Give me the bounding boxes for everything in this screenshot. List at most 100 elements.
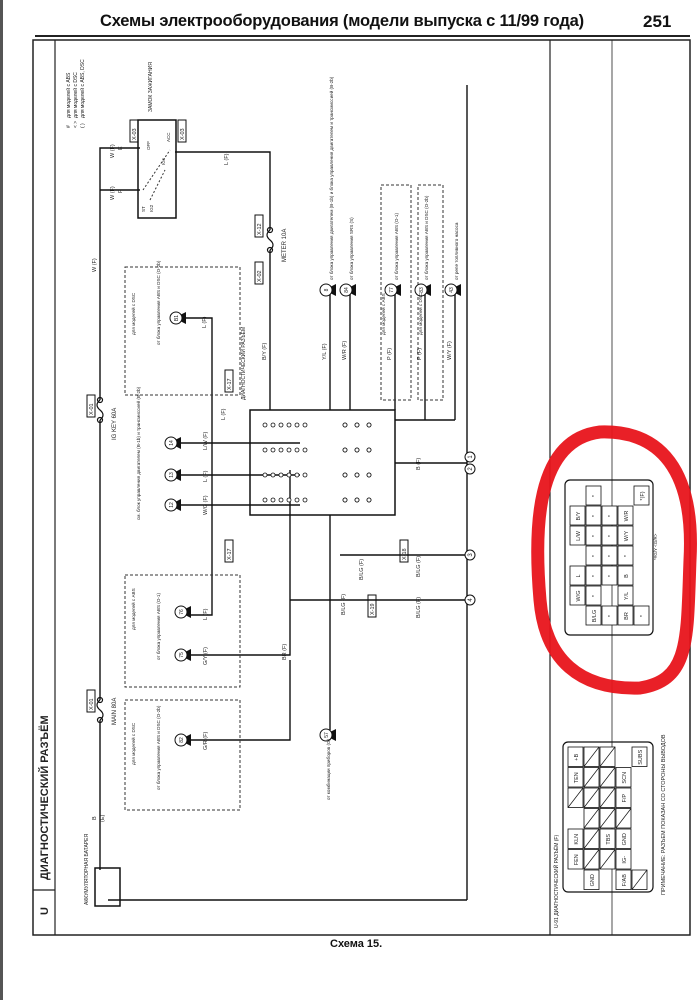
svg-text:*: * [640, 614, 646, 617]
svg-text:*: * [592, 534, 598, 537]
svg-text:от блока управления ABS (O-1): от блока управления ABS (O-1) [156, 593, 161, 660]
connector-pin [302, 422, 308, 428]
pin-cell [583, 767, 600, 788]
svg-text:от блока управления ABS и DSC: от блока управления ABS и DSC (O-2b) [156, 260, 161, 345]
diagnostic-connector-pins [262, 422, 372, 503]
terminal-14: 14 [164, 436, 181, 450]
pin-cell [599, 767, 616, 788]
svg-text:76: 76 [179, 609, 185, 615]
svg-text:*: * [608, 534, 614, 537]
pin-cell: TBS [599, 828, 616, 849]
pin-cell [567, 787, 584, 808]
fuses [96, 226, 274, 724]
battery-wire-conn: (E) [100, 815, 106, 823]
pin-cell: SUBS [631, 746, 648, 767]
svg-text:GND: GND [590, 874, 596, 886]
pin-cell [583, 787, 600, 808]
pinout-top-outline [564, 479, 654, 636]
svg-text:84: 84 [344, 287, 350, 293]
pin-cell: * [601, 545, 618, 566]
svg-text:от комбинации приборов (G): от комбинации приборов (G) [326, 738, 331, 800]
pin-cell [615, 808, 632, 829]
pin-cell: * [585, 525, 602, 546]
svg-text:B (F): B (F) [416, 458, 422, 470]
pin-cell: * [585, 545, 602, 566]
ground-points [464, 451, 476, 606]
svg-text:KLN: KLN [574, 834, 580, 845]
pin-cell [583, 808, 600, 829]
pinout-top-callout: *#G/Y <G/R> [653, 533, 658, 560]
battery-wire-label: B [92, 816, 98, 820]
svg-text:для моделей с DSC: для моделей с DSC [417, 292, 423, 335]
connector-pin [262, 497, 268, 503]
wire-labels: W (F) E W (F) F W (F) L (F) L (F) L (F) … [92, 144, 453, 750]
page-number: 251 [643, 12, 672, 31]
header-rule [35, 35, 690, 37]
svg-text:Y/L (F): Y/L (F) [322, 343, 328, 360]
battery-symbol [94, 867, 121, 907]
svg-text:X-01: X-01 [89, 403, 95, 415]
connector-tags: X-01 X-01 X-02 X-12 X-03 X-03 X-17 X-17 … [86, 119, 409, 713]
section-letter: U [39, 907, 51, 915]
connector-pin [286, 447, 292, 453]
page-title: Схемы электрооборудования (модели выпуск… [100, 12, 584, 30]
pin-cell: GND [615, 828, 632, 849]
pin-cell [583, 849, 600, 870]
svg-text:*: * [608, 554, 614, 557]
pin-cell: * [585, 505, 602, 526]
connector-pin [286, 422, 292, 428]
connector-pin [294, 422, 300, 428]
svg-text:43: 43 [449, 287, 455, 293]
svg-text:Y/L: Y/L [624, 592, 630, 600]
svg-text:*: * [592, 554, 598, 557]
svg-text:для моделей с DSC: для моделей с DSC [130, 292, 136, 335]
svg-text:W/G (F): W/G (F) [203, 495, 209, 515]
terminal-75: 75 [174, 648, 191, 662]
svg-text:IG2: IG2 [149, 204, 154, 212]
svg-text:L: L [576, 574, 582, 577]
svg-text:X-01: X-01 [89, 698, 95, 710]
svg-text:GND: GND [622, 833, 628, 845]
svg-text:< >: < > [73, 121, 79, 128]
svg-text:X-03: X-03 [180, 128, 186, 140]
svg-text:57: 57 [324, 732, 330, 738]
svg-text:1: 1 [468, 455, 474, 459]
svg-text:X-19: X-19 [370, 603, 376, 615]
connector-pin [286, 497, 292, 503]
connector-pin [366, 497, 372, 503]
terminal-77: 77 [384, 283, 401, 297]
pinout-note: ПРИМЕЧАНИЕ: РАЗЪЕМ ПОКАЗАН СО СТОРОНЫ ВЫ… [661, 734, 667, 895]
svg-text:75: 75 [179, 652, 185, 658]
connector-pin [270, 497, 276, 503]
svg-text:4: 4 [468, 598, 474, 602]
svg-text:W (F): W (F) [110, 186, 116, 200]
svg-text:B: B [624, 574, 630, 578]
svg-text:F: F [118, 189, 124, 193]
connector-pin [294, 497, 300, 503]
terminal-12: 12 [164, 498, 181, 512]
pin-cell: B [617, 565, 634, 586]
ignition-pins: ST IG2 IG1 ACC OFF [141, 132, 171, 212]
svg-text:L (F): L (F) [202, 316, 208, 328]
connector-pin [302, 497, 308, 503]
svg-text:*: * [592, 594, 598, 597]
svg-text:+B: +B [574, 753, 580, 760]
fuse-meter-label: METER 10A [282, 229, 288, 262]
figure-caption: Схема 15. [330, 938, 383, 950]
fuse-igkey-label: IG KEY 60A [112, 408, 118, 440]
svg-text:L (F): L (F) [221, 408, 227, 420]
svg-text:X-18: X-18 [402, 548, 408, 560]
svg-text:TBS: TBS [606, 834, 612, 845]
pin-cell: * [585, 565, 602, 586]
pin-cell: W/G [569, 585, 586, 606]
svg-text:IG-: IG- [622, 856, 628, 864]
svg-text:для моделей с DSC: для моделей с DSC [130, 722, 136, 765]
svg-text:2: 2 [468, 467, 474, 471]
terminal-84: 84 [339, 283, 356, 297]
pin-cell: F/AB [615, 869, 632, 890]
svg-text:от блока управления SRS (S): от блока управления SRS (S) [349, 217, 354, 280]
red-highlight-circle [531, 425, 697, 695]
connector-pin [354, 422, 360, 428]
svg-text:*: * [608, 614, 614, 617]
diagram-notes: для моделей с DSC от блока управления AB… [130, 76, 459, 800]
